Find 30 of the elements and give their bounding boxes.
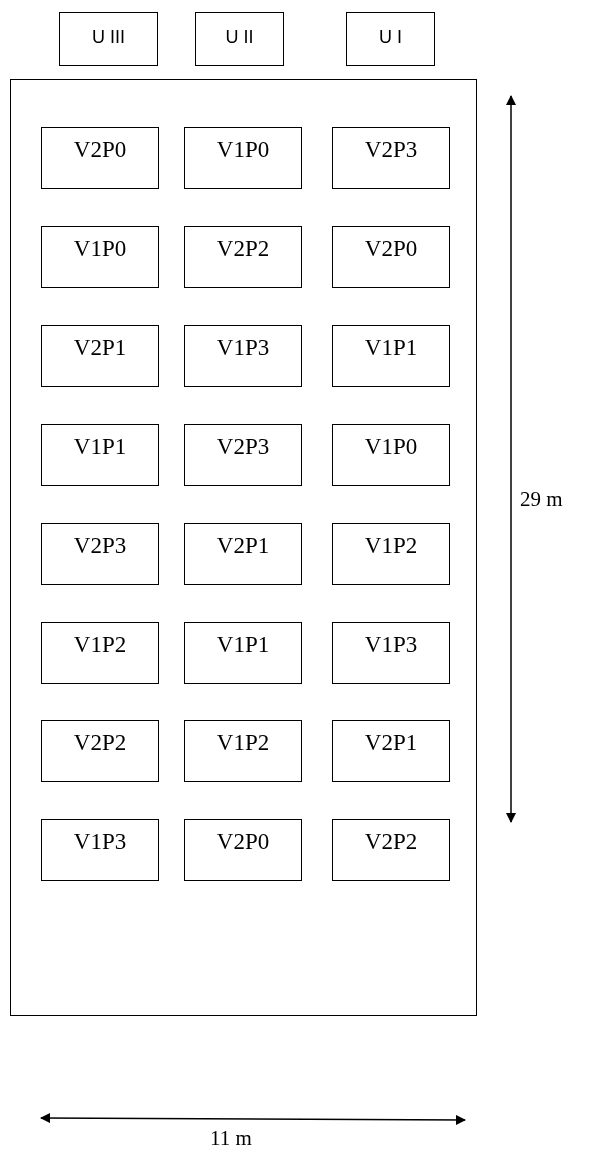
header-box: U I xyxy=(346,12,435,66)
plot-box: V2P1 xyxy=(332,720,450,783)
plot-box: V1P0 xyxy=(184,127,302,189)
plot-box: V2P3 xyxy=(41,522,159,585)
plot-box: V2P2 xyxy=(332,819,450,882)
plot-box: V2P1 xyxy=(184,522,302,585)
plot-box: V1P1 xyxy=(184,621,302,684)
plot-box: V2P2 xyxy=(41,720,159,783)
plot-box: V2P3 xyxy=(184,423,302,486)
plot-box: V1P2 xyxy=(41,621,159,684)
plot-box: V1P3 xyxy=(332,621,450,684)
header-box: U II xyxy=(195,12,284,66)
plot-box: V2P0 xyxy=(41,127,159,189)
plot-box: V1P0 xyxy=(332,423,450,486)
header-box: U III xyxy=(59,12,158,66)
dimension-label: 11 m xyxy=(210,1126,252,1151)
plot-box: V1P1 xyxy=(332,324,450,387)
field-outline xyxy=(10,79,477,1016)
plot-box: V2P2 xyxy=(184,225,302,288)
dimension-label: 29 m xyxy=(520,487,563,512)
plot-box: V1P3 xyxy=(184,324,302,387)
plot-box: V2P0 xyxy=(184,819,302,882)
plot-box: V1P2 xyxy=(184,720,302,783)
plot-box: V1P1 xyxy=(41,423,159,486)
plot-box: V2P1 xyxy=(41,324,159,387)
plot-box: V2P0 xyxy=(332,225,450,288)
plot-box: V1P3 xyxy=(41,819,159,882)
plot-box: V2P3 xyxy=(332,127,450,189)
plot-box: V1P0 xyxy=(41,225,159,288)
plot-box: V1P2 xyxy=(332,522,450,585)
